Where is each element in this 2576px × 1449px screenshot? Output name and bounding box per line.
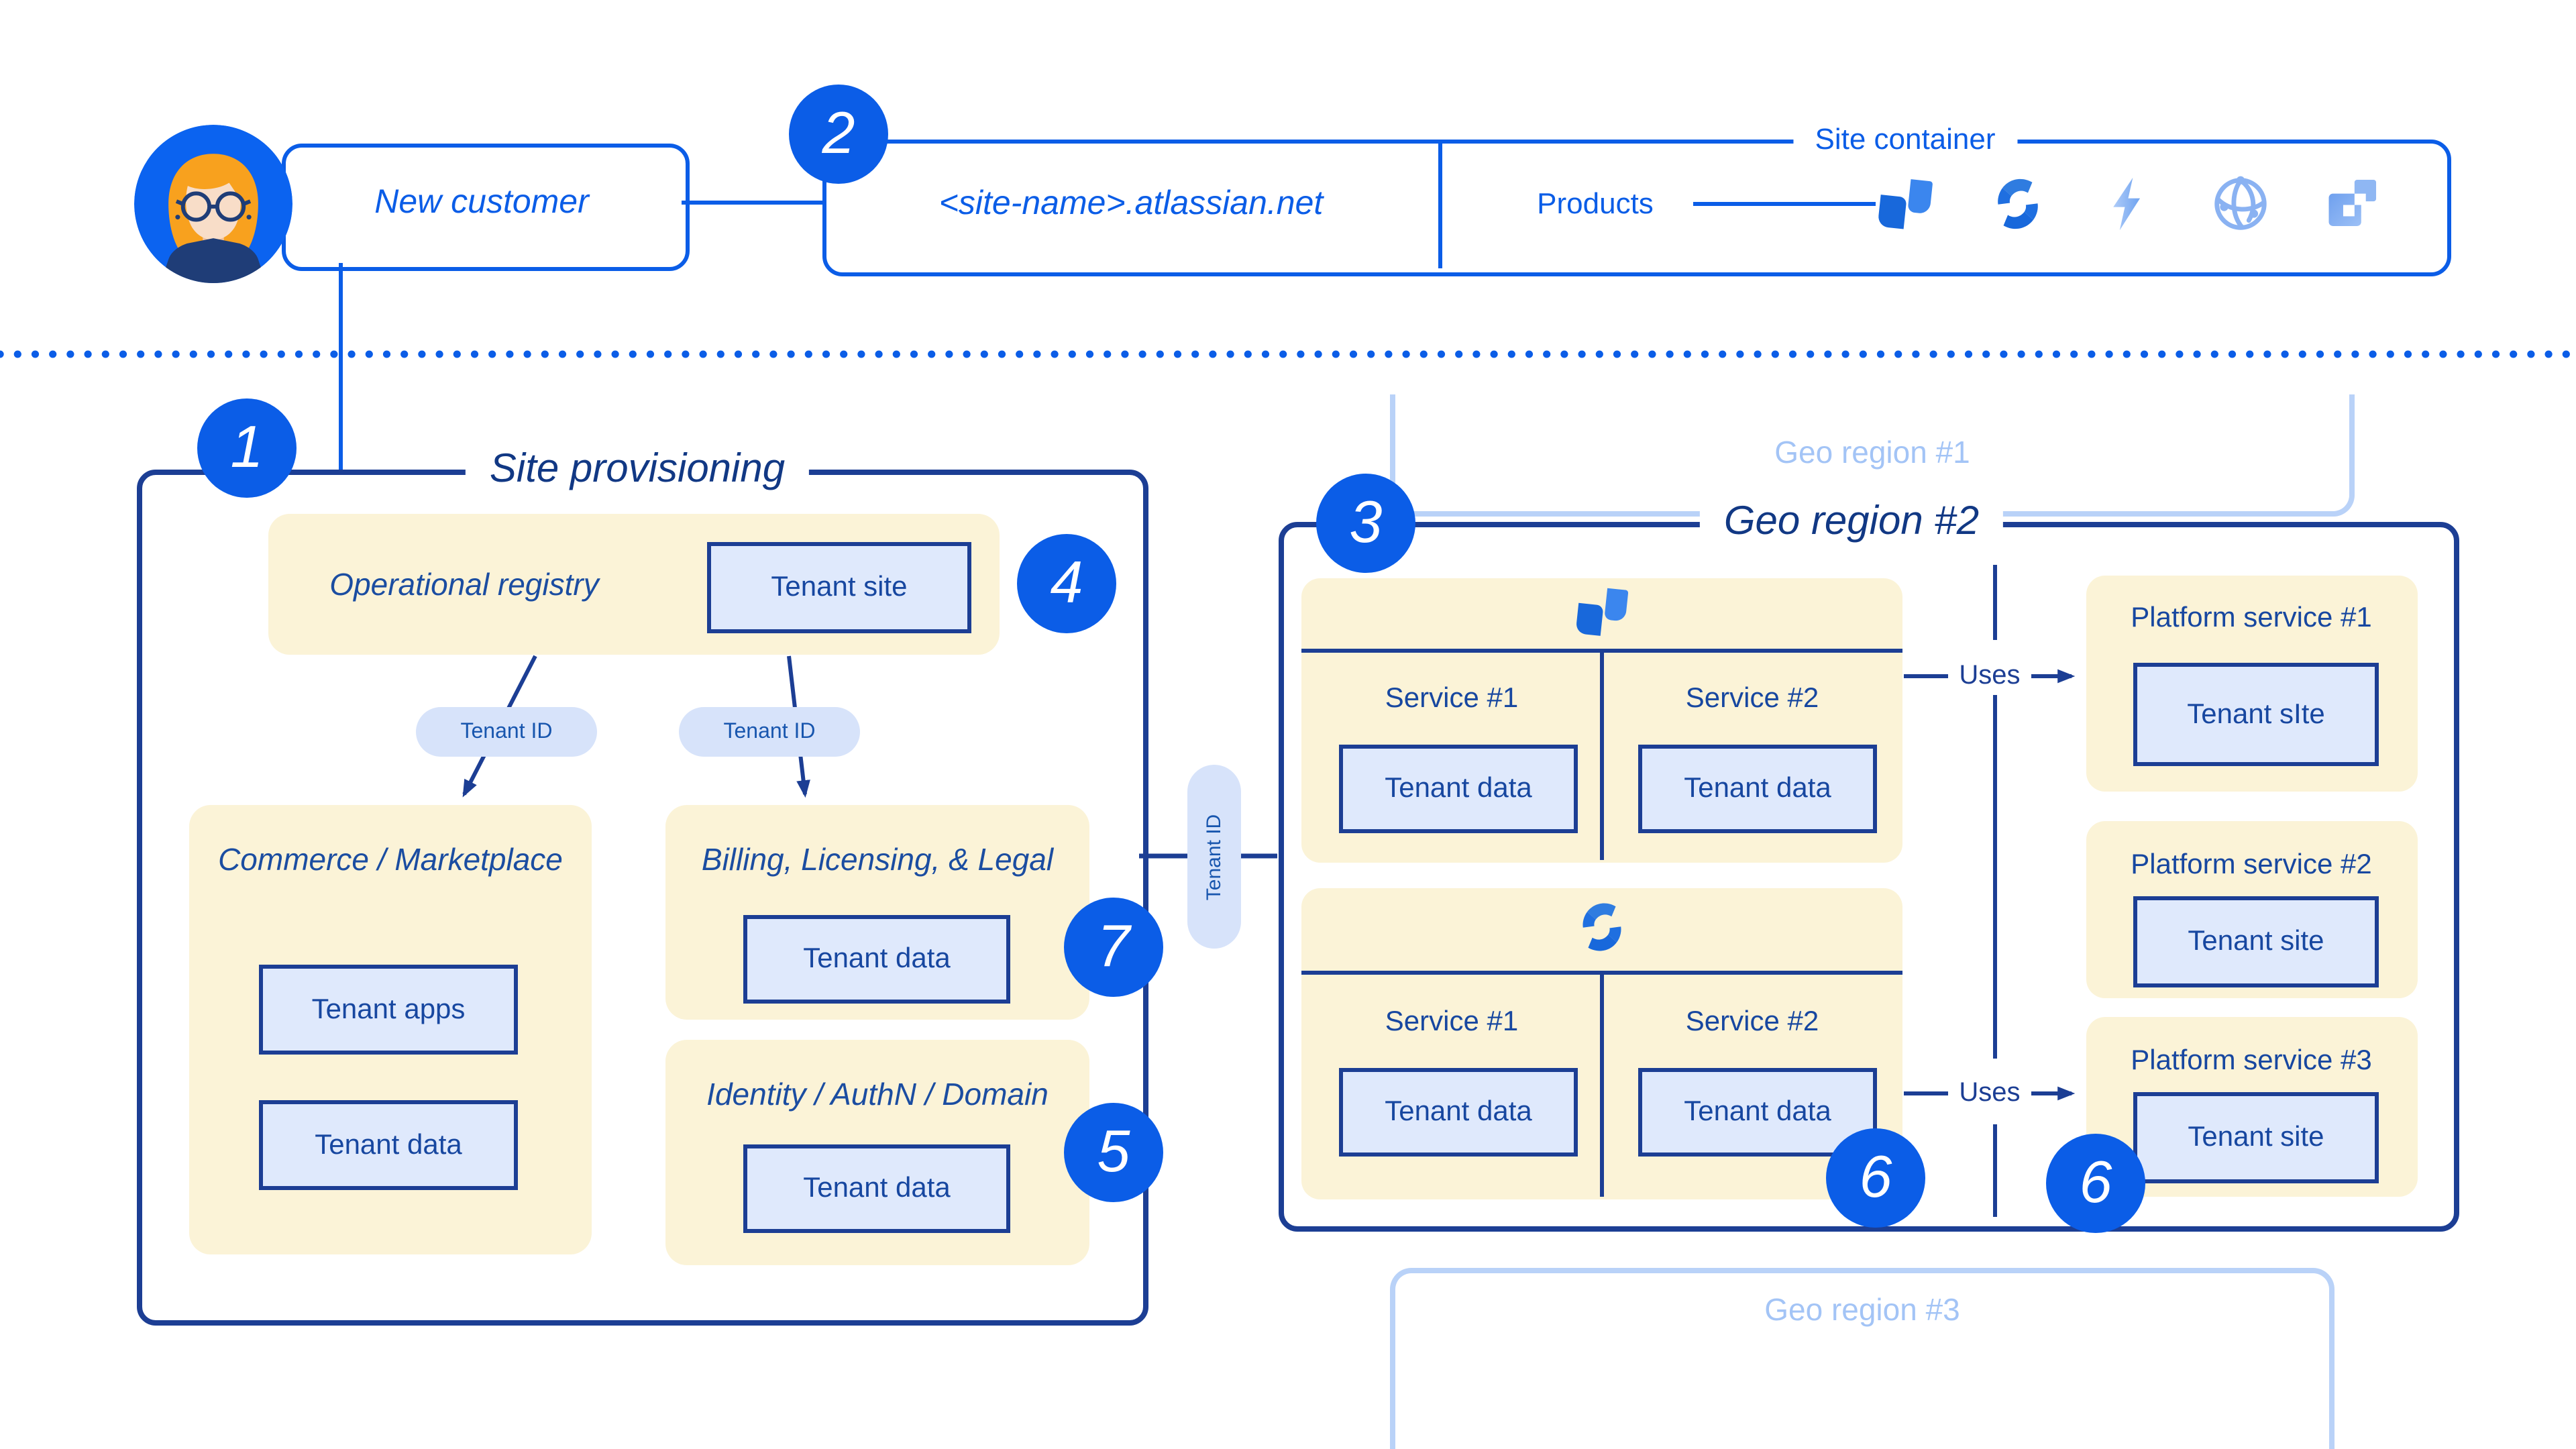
jira-icon — [1874, 173, 1936, 241]
geo-region-1-box: Geo region #1 — [1390, 394, 2355, 517]
operational-registry-title: Operational registry — [329, 567, 599, 602]
conf-s1-tenant-data-box: Tenant data — [1339, 1068, 1578, 1157]
geo-region-1-label: Geo region #1 — [1774, 435, 1970, 470]
products-label: Products — [1537, 186, 1654, 220]
registry-tenant-site-box: Tenant site — [707, 542, 971, 633]
site-url-label: <site-name>.atlassian.net — [938, 184, 1324, 222]
new-customer-label: New customer — [374, 183, 589, 221]
step-badge-7: 7 — [1064, 898, 1163, 997]
customer-avatar — [134, 125, 292, 283]
jira-icon — [1572, 582, 1631, 648]
confluence-icon — [1987, 173, 2049, 241]
billing-title: Billing, Licensing, & Legal — [701, 842, 1054, 877]
jira-service-2-label: Service #2 — [1685, 683, 1819, 714]
sphere-icon — [2210, 173, 2271, 241]
step-badge-4: 4 — [1017, 534, 1116, 633]
tenant-apps-box: Tenant apps — [259, 965, 518, 1055]
platform-2-tenant-site-box: Tenant site — [2133, 896, 2379, 987]
platform-service-2-title: Platform service #2 — [2131, 849, 2372, 880]
site-provisioning-title: Site provisioning — [465, 447, 810, 492]
bolt-icon — [2098, 173, 2160, 241]
tenant-id-pill-left: Tenant ID — [416, 707, 597, 757]
uses-label-2: Uses — [1959, 1078, 2021, 1108]
billing-tenant-data-box: Tenant data — [743, 915, 1010, 1004]
platform-service-1-title: Platform service #1 — [2131, 602, 2372, 633]
tenant-id-pill-right: Tenant ID — [679, 707, 860, 757]
geo-region-3-label: Geo region #3 — [1764, 1292, 1960, 1327]
jira-s1-tenant-data-box: Tenant data — [1339, 745, 1578, 833]
geo-region-2-title: Geo region #2 — [1699, 499, 2004, 545]
step-badge-6-right: 6 — [2046, 1134, 2145, 1233]
site-container-box — [822, 140, 2451, 276]
confluence-service-1-label: Service #1 — [1385, 1006, 1519, 1037]
identity-tenant-data-box: Tenant data — [743, 1144, 1010, 1233]
step-badge-3: 3 — [1316, 474, 1415, 573]
tenant-id-link-label: Tenant ID — [1203, 813, 1226, 900]
geo-region-3-box: Geo region #3 — [1390, 1268, 2334, 1449]
step-badge-5: 5 — [1064, 1103, 1163, 1202]
platform-service-3-title: Platform service #3 — [2131, 1045, 2372, 1076]
squares-icon — [2321, 173, 2383, 241]
site-box-divider — [1438, 140, 1442, 268]
confluence-service-2-label: Service #2 — [1685, 1006, 1819, 1037]
jira-s2-tenant-data-box: Tenant data — [1638, 745, 1877, 833]
conf-s2-tenant-data-box: Tenant data — [1638, 1068, 1877, 1157]
jira-service-1-label: Service #1 — [1385, 683, 1519, 714]
platform-1-tenant-site-box: Tenant sIte — [2133, 663, 2379, 766]
tenant-id-link-pill: Tenant ID — [1187, 765, 1241, 949]
uses-label-1: Uses — [1959, 661, 2021, 690]
step-badge-2: 2 — [789, 85, 888, 184]
commerce-tenant-data-box: Tenant data — [259, 1100, 518, 1190]
site-container-label: Site container — [1793, 122, 2017, 157]
step-badge-1: 1 — [197, 398, 297, 498]
step-badge-6-left: 6 — [1826, 1128, 1925, 1228]
platform-3-tenant-site-box: Tenant site — [2133, 1092, 2379, 1183]
identity-title: Identity / AuthN / Domain — [706, 1077, 1049, 1112]
confluence-icon — [1572, 898, 1631, 963]
commerce-title: Commerce / Marketplace — [218, 842, 563, 877]
